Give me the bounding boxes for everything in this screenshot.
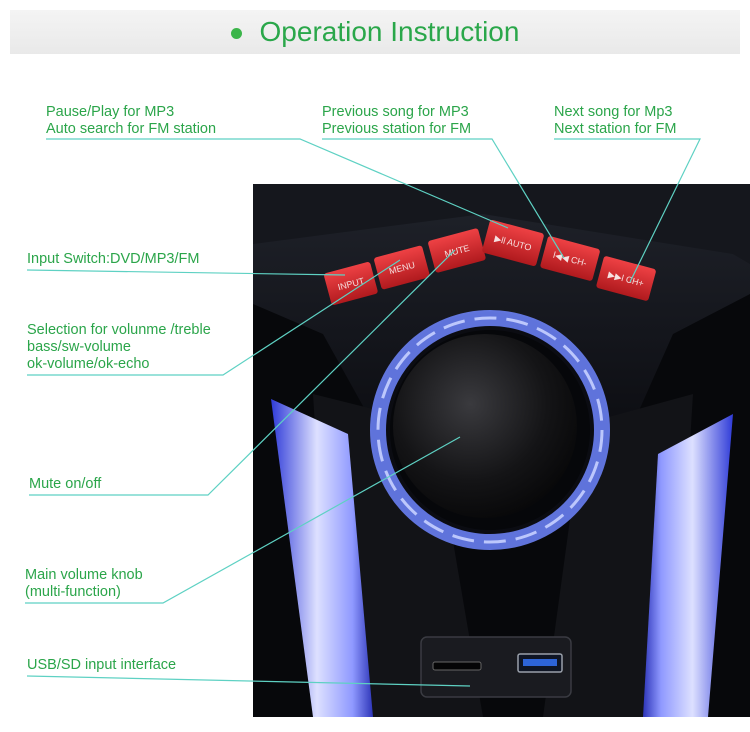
sd-card-slot[interactable] (432, 661, 482, 671)
title-banner: Operation Instruction (10, 10, 740, 54)
speaker-photo: INPUT MENU MUTE ▶ll AUTO l◀◀ CH- ▶▶l CH+ (253, 184, 750, 717)
previous-label: Previous song for MP3 Previous station f… (322, 104, 472, 137)
main-volume-knob[interactable] (393, 334, 577, 518)
main-volume-label: Main volume knob (multi-function) (25, 567, 143, 600)
selection-label: Selection for volunme /treble bass/sw-vo… (27, 322, 211, 372)
page-title: Operation Instruction (259, 16, 520, 47)
right-light-bar (643, 414, 733, 717)
speaker-illustration: INPUT MENU MUTE ▶ll AUTO l◀◀ CH- ▶▶l CH+ (253, 184, 750, 717)
pause-play-label: Pause/Play for MP3 Auto search for FM st… (46, 104, 217, 137)
input-switch-label: Input Switch:DVD/MP3/FM (27, 251, 200, 267)
next-label: Next song for Mp3 Next station for FM (554, 104, 677, 137)
mute-label: Mute on/off (29, 476, 102, 492)
bullet-dot-icon (230, 28, 242, 39)
usb-sd-label: USB/SD input interface (27, 657, 177, 673)
